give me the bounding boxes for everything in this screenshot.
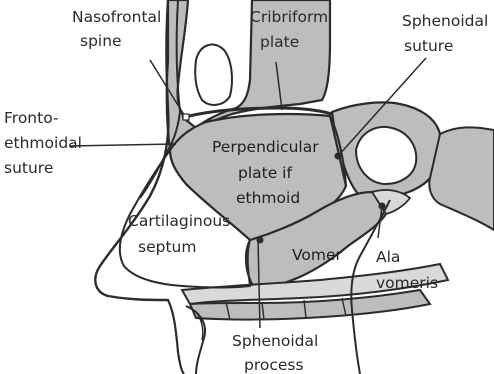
label-frontoethmoidal-suture: Fronto- ethmoidal suture <box>4 109 87 177</box>
label-sphenoidal-suture-line2: suture <box>404 37 453 55</box>
label-sph-proc-line2: process <box>244 356 304 374</box>
label-cart-line1: Cartilaginous <box>128 212 230 230</box>
label-cribriform-line1: Cribriform <box>250 8 328 26</box>
label-fronto-line2: ethmoidal <box>4 134 82 152</box>
label-vomer-text: Vomer <box>292 246 343 264</box>
label-ala-line2: vomeris <box>376 274 438 292</box>
label-fronto-line1: Fronto- <box>4 109 59 127</box>
label-nasofrontal-spine: Nasofrontal spine <box>72 8 166 50</box>
label-perp-line1: Perpendicular <box>212 138 319 156</box>
label-sphenoidal-suture-line1: Sphenoidal <box>402 12 488 30</box>
label-vomer: Vomer <box>292 246 343 264</box>
label-cribriform-line2: plate <box>260 33 299 51</box>
label-nasofrontal-line2: spine <box>80 32 122 50</box>
label-sphenoidal-process: Sphenoidal process <box>232 332 323 374</box>
label-perp-line3: ethmoid <box>236 189 300 207</box>
label-cartilaginous-septum: Cartilaginous septum <box>128 212 235 256</box>
label-cart-line2: septum <box>138 238 196 256</box>
label-nasofrontal-line1: Nasofrontal <box>72 8 161 26</box>
hard-palate <box>182 264 448 320</box>
label-ala-line1: Ala <box>376 248 400 266</box>
label-sphenoidal-suture: Sphenoidal suture <box>402 12 493 55</box>
label-perp-line2: plate if <box>238 164 292 182</box>
label-sph-proc-line1: Sphenoidal <box>232 332 318 350</box>
label-fronto-line3: suture <box>4 159 53 177</box>
